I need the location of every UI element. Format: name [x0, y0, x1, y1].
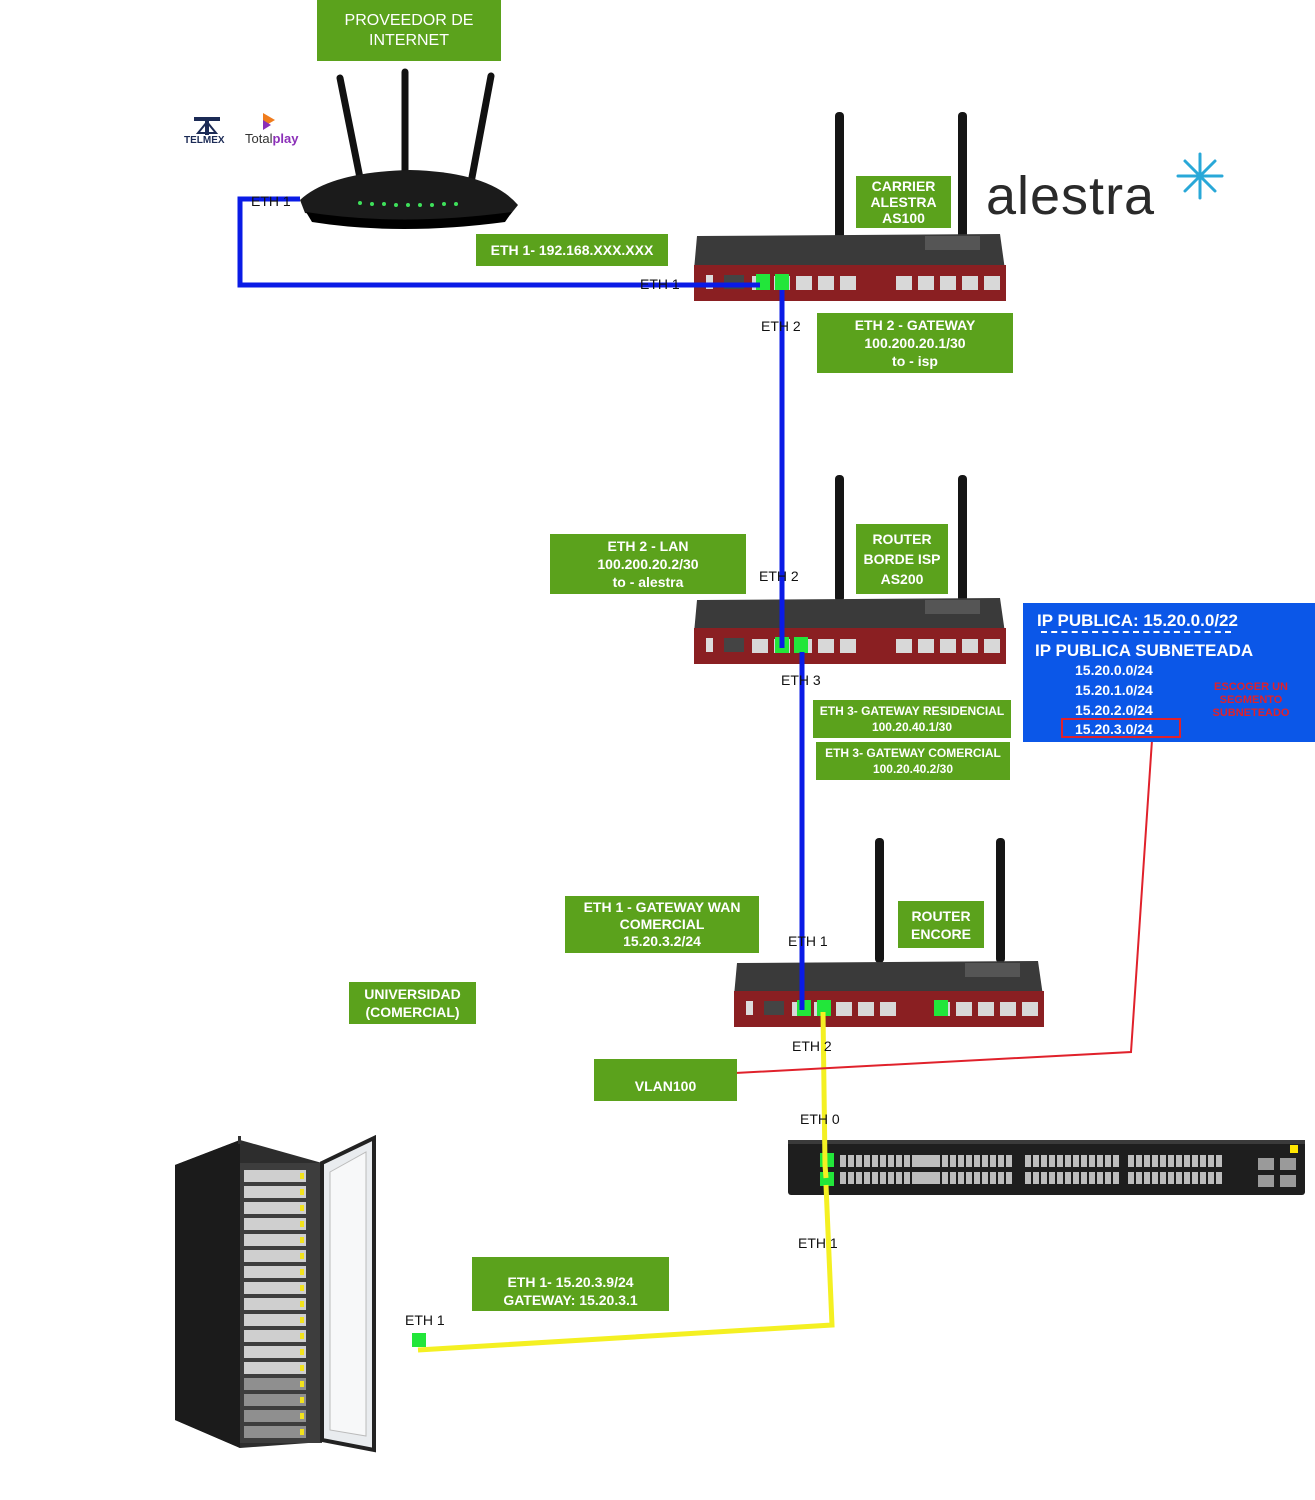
ip-panel-divider	[1041, 631, 1231, 633]
ip-publica-title: IP PUBLICA: 15.20.0.0/22	[1037, 611, 1238, 630]
eth1-wan-box: ETH 1 - GATEWAY WAN COMERCIAL 15.20.3.2/…	[565, 896, 759, 953]
server-eth-line1: ETH 1- 15.20.3.9/24	[507, 1274, 634, 1290]
switch-eth1-label: ETH 1	[798, 1235, 838, 1251]
telmex-logo: TELMEX	[184, 135, 225, 146]
router-borde-line2: BORDE ISP	[863, 551, 941, 567]
switch-eth0-label: ETH 0	[800, 1111, 840, 1127]
isp-router-device	[300, 68, 518, 229]
eth3-comercial-line2: 100.20.40.2/30	[872, 762, 954, 776]
totalplay-logo-icon	[263, 113, 275, 130]
carrier-line2: ALESTRA	[870, 194, 937, 210]
router-borde-box: ROUTER BORDE ISP AS200	[856, 524, 948, 594]
router-encore-box: ROUTER ENCORE	[898, 901, 984, 948]
isp-eth1-label: ETH 1	[251, 193, 291, 209]
universidad-box: UNIVERSIDAD (COMERCIAL)	[349, 982, 476, 1024]
eth2-lan-line3: to - alestra	[612, 574, 684, 590]
eth2-gateway-line2: 100.200.20.1/30	[864, 335, 966, 351]
eth1-wan-line1: ETH 1 - GATEWAY WAN	[583, 899, 741, 915]
encore-router-device	[734, 838, 1044, 1027]
isp-title-line2: INTERNET	[369, 31, 449, 49]
router-encore-line2: ENCORE	[911, 925, 971, 942]
eth3-residencial-line2: 100.20.40.1/30	[871, 720, 953, 734]
encore-eth2-label: ETH 2	[792, 1038, 832, 1054]
eth1-wan-line2: COMERCIAL	[619, 916, 705, 932]
borde-eth2-label: ETH 2	[759, 568, 799, 584]
eth3-comercial-line1: ETH 3- GATEWAY COMERCIAL	[825, 746, 1001, 760]
eth2-lan-line2: 100.200.20.2/30	[597, 556, 699, 572]
server-eth-line2: GATEWAY: 15.20.3.1	[503, 1292, 638, 1308]
eth2-gateway-line3: to - isp	[892, 353, 938, 369]
eth3-residencial-box: ETH 3- GATEWAY RESIDENCIAL 100.20.40.1/3…	[813, 700, 1011, 738]
alestra-logo: alestra	[986, 166, 1156, 226]
carrier-eth2-label: ETH 2	[761, 318, 801, 334]
subnet-item: 15.20.1.0/24	[1075, 682, 1153, 698]
vlan-box: VLAN100	[594, 1059, 737, 1101]
totalplay-logo-part2: play	[272, 131, 299, 146]
link-isp-to-carrier	[237, 196, 760, 288]
universidad-line2: (COMERCIAL)	[365, 1004, 460, 1020]
link-switch-to-server	[417, 1184, 835, 1353]
subnet-item-selected: 15.20.3.0/24	[1075, 721, 1153, 737]
alestra-star-icon	[1176, 152, 1224, 200]
ip-publica-panel: IP PUBLICA: 15.20.0.0/22 IP PUBLICA SUBN…	[1023, 603, 1315, 742]
carrier-box: CARRIER ALESTRA AS100	[856, 176, 951, 228]
server-eth1-label: ETH 1	[405, 1312, 445, 1328]
eth3-residencial-line1: ETH 3- GATEWAY RESIDENCIAL	[819, 704, 1005, 718]
link-encore-to-switch	[820, 1011, 829, 1179]
server-rack-device	[175, 1134, 376, 1453]
totalplay-logo: Totalplay	[245, 131, 298, 146]
router-borde-line1: ROUTER	[872, 531, 932, 547]
encore-eth1-label: ETH 1	[788, 933, 828, 949]
selected-subnet-highlight	[1061, 718, 1181, 738]
totalplay-logo-part1: Total	[245, 131, 273, 146]
telmex-logo-icon	[194, 117, 220, 135]
server-port	[412, 1333, 426, 1347]
eth2-lan-line1: ETH 2 - LAN	[607, 538, 689, 554]
universidad-line1: UNIVERSIDAD	[364, 986, 461, 1002]
router-borde-line3: AS200	[880, 571, 924, 587]
vlan-text: VLAN100	[634, 1078, 697, 1094]
isp-title-box: PROVEEDOR DE INTERNET	[317, 0, 501, 61]
eth2-gateway-line1: ETH 2 - GATEWAY	[854, 317, 976, 333]
eth1-192-text: ETH 1- 192.168.XXX.XXX	[490, 242, 654, 258]
router-encore-line1: ROUTER	[911, 907, 971, 924]
switch-device	[788, 1140, 1305, 1195]
ip-publica-subtitle: IP PUBLICA SUBNETEADA	[1035, 641, 1254, 660]
carrier-router-device	[694, 112, 1006, 301]
eth3-comercial-box: ETH 3- GATEWAY COMERCIAL 100.20.40.2/30	[816, 742, 1010, 780]
eth1-wan-line3: 15.20.3.2/24	[623, 933, 701, 949]
borde-router-device	[694, 475, 1006, 664]
subnet-note: ESCOGER UN SEGMENTO SUBNETEADO	[1212, 681, 1290, 719]
server-eth-box: ETH 1- 15.20.3.9/24 GATEWAY: 15.20.3.1	[472, 1257, 669, 1311]
subnet-item: 15.20.2.0/24	[1075, 702, 1153, 718]
eth1-192-box: ETH 1- 192.168.XXX.XXX	[476, 234, 668, 266]
arrow-subnet-to-vlan	[694, 739, 1153, 1085]
borde-eth3-label: ETH 3	[781, 672, 821, 688]
eth2-gateway-box: ETH 2 - GATEWAY 100.200.20.1/30 to - isp	[817, 313, 1013, 373]
isp-title-line1: PROVEEDOR DE	[344, 11, 474, 29]
carrier-line1: CARRIER	[871, 178, 936, 194]
eth2-lan-box: ETH 2 - LAN 100.200.20.2/30 to - alestra	[550, 534, 746, 594]
carrier-line3: AS100	[882, 210, 925, 226]
subnet-item: 15.20.0.0/24	[1075, 662, 1153, 678]
carrier-eth1-label: ETH 1	[640, 276, 680, 292]
